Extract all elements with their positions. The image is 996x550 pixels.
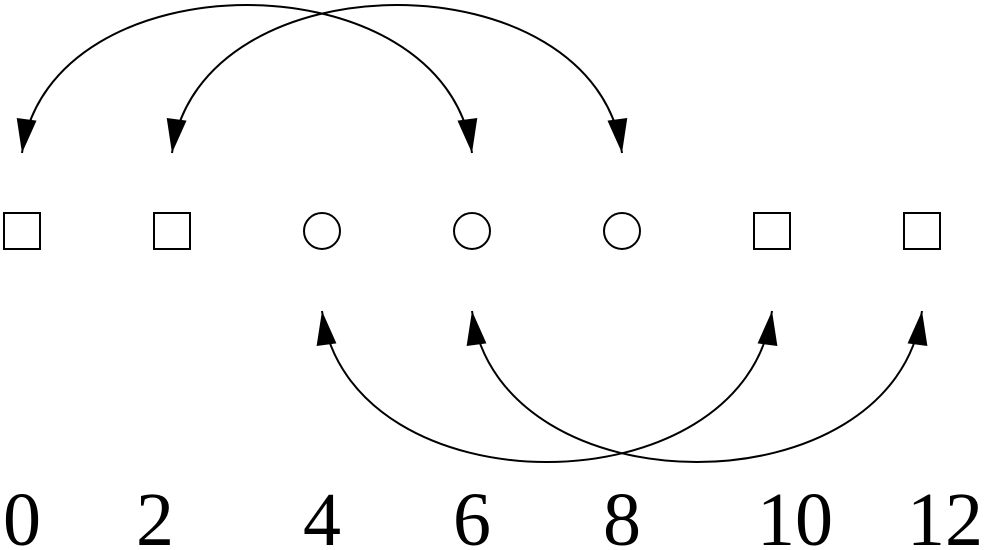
position-label-6: 6 (453, 478, 491, 550)
node-layer (3, 212, 941, 250)
position-label-0: 0 (3, 478, 41, 550)
swap-arrow-0-6 (21, 4, 473, 154)
arrowhead-4-2 (316, 311, 337, 347)
circle-node-8 (603, 212, 641, 250)
circle-node-6 (453, 212, 491, 250)
arrowhead-0-0 (16, 117, 37, 153)
square-node-2 (153, 212, 191, 250)
swap-arrow-6-12 (471, 310, 923, 463)
square-node-0 (3, 212, 41, 250)
arrowhead-12-3 (907, 311, 928, 347)
position-label-12: 12 (907, 478, 983, 550)
position-label-8: 8 (603, 478, 641, 550)
square-node-12 (903, 212, 941, 250)
arrowhead-2-1 (166, 117, 187, 153)
label-layer: 0 2 4 6 8 10 12 (3, 478, 983, 550)
arrowhead-6-0 (457, 117, 478, 153)
swap-arrow-4-10 (321, 310, 773, 463)
swap-arrow-2-8 (171, 4, 623, 154)
position-label-10: 10 (757, 478, 833, 550)
square-node-10 (753, 212, 791, 250)
arrowhead-8-1 (607, 117, 628, 153)
position-label-4: 4 (303, 478, 341, 550)
circle-node-4 (303, 212, 341, 250)
arrow-layer (16, 4, 928, 463)
arrowhead-10-2 (757, 311, 778, 347)
arrowhead-6-3 (466, 311, 487, 347)
position-label-2: 2 (136, 478, 174, 550)
